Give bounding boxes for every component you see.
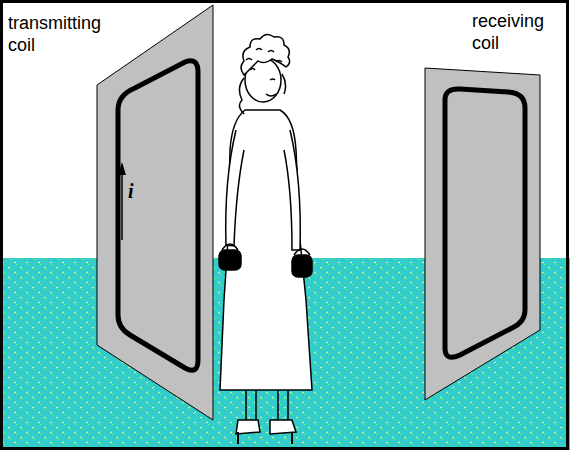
label-text: receiving coil [472,10,556,54]
label-text: i [128,180,142,202]
transmitting-panel [97,5,213,420]
current-arrowhead [118,162,126,175]
transmitting-coil [118,61,198,370]
current-arrow [121,172,123,240]
label-text: transmitting coil [8,12,108,56]
receiving-coil [445,89,525,357]
woman-figure [219,34,312,444]
receiving-panel [425,68,540,400]
